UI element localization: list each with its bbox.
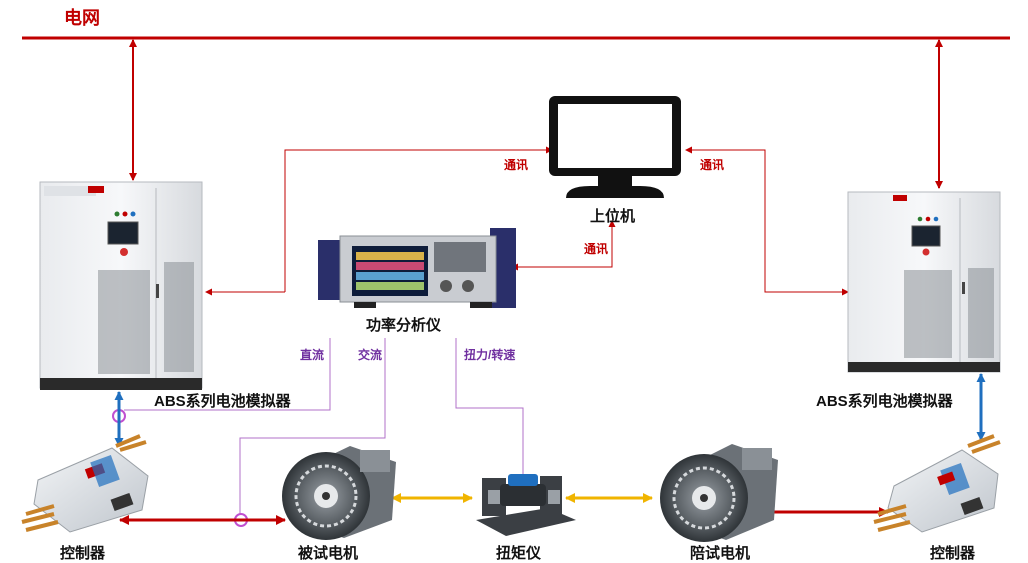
dc-signal-line: [124, 338, 331, 411]
motor-under-test-label: 被试电机: [298, 545, 359, 562]
torque-meter-label: 扭矩仪: [496, 545, 542, 562]
monitor-icon: [549, 96, 681, 198]
controller-icon: [21, 434, 149, 533]
battery-sim-right-label: ABS系列电池模拟器: [816, 393, 953, 410]
ac-signal-line: [239, 338, 386, 516]
comm-line-right: [685, 146, 849, 296]
ac-signal-label: 交流: [358, 348, 383, 362]
controller-right-label: 控制器: [930, 545, 976, 562]
motor-icon: [282, 446, 396, 540]
torque-meter-icon: [476, 474, 576, 536]
torque-speed-signal-label: 扭力/转速: [464, 348, 516, 362]
battery-sim-left-label: ABS系列电池模拟器: [154, 393, 291, 410]
companion-motor-label: 陪试电机: [690, 545, 751, 562]
dc-signal-label: 直流: [300, 348, 325, 362]
power-analyzer-label: 功率分析仪: [366, 317, 442, 334]
cabinet-icon: [39, 181, 203, 390]
cabinet-icon: [847, 191, 1001, 373]
comm-line-left: [284, 146, 553, 292]
motor-icon: [660, 444, 778, 542]
comm-line-analyzer: [511, 220, 616, 271]
torque-signal-line: [455, 338, 524, 484]
controller-left-label: 控制器: [60, 545, 106, 562]
controller-icon: [873, 434, 1001, 533]
comm-label: 通讯: [584, 242, 609, 256]
comm-label: 通讯: [700, 158, 725, 172]
host-pc-label: 上位机: [590, 208, 636, 225]
comm-label: 通讯: [504, 158, 529, 172]
grid-label: 电网: [64, 8, 100, 28]
analyzer-icon: [318, 228, 516, 308]
